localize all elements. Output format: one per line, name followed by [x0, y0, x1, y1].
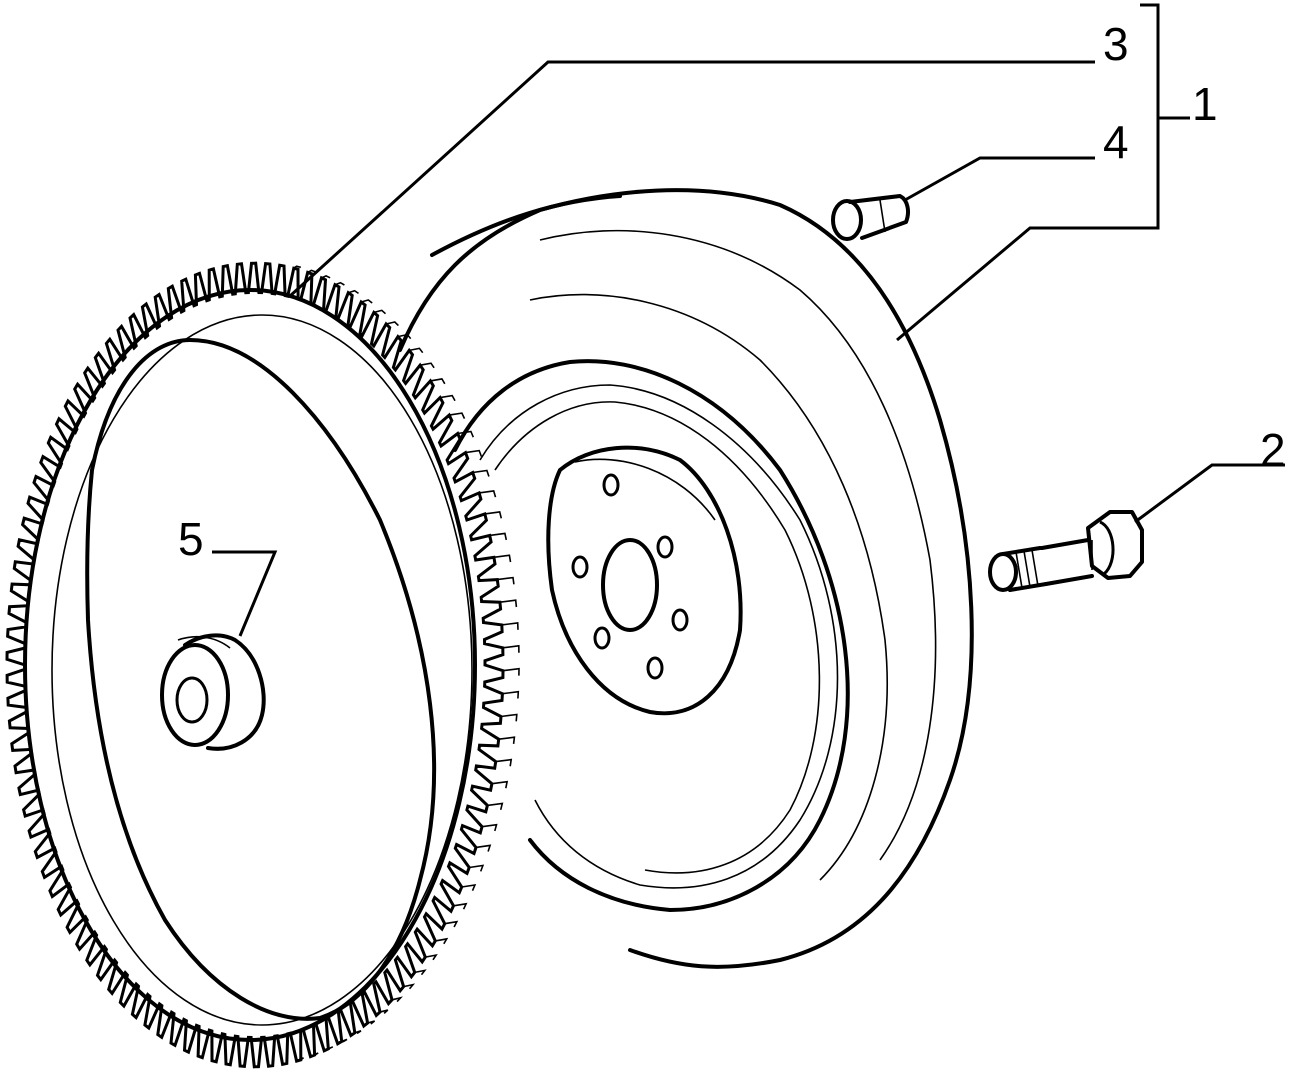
- flywheel-bolt: [988, 510, 1144, 592]
- label-4: 4: [1103, 116, 1129, 168]
- label-5: 5: [178, 513, 204, 565]
- dowel-pin: [831, 194, 910, 241]
- label-1: 1: [1192, 78, 1218, 130]
- label-3: 3: [1103, 18, 1129, 70]
- leader-4: [904, 156, 1095, 202]
- callout-labels: 1 2 3 4 5: [178, 18, 1286, 565]
- label-2: 2: [1260, 424, 1286, 476]
- leader-2: [1134, 463, 1285, 524]
- ring-gear: [5, 261, 520, 1069]
- leader-1: [896, 3, 1160, 342]
- leader-5: [212, 550, 278, 637]
- leader-3: [288, 60, 1095, 298]
- leader-lines: [212, 3, 1285, 637]
- flywheel: [398, 188, 974, 969]
- hub-bolt-holes: [571, 473, 689, 680]
- pilot-bushing: [160, 633, 266, 751]
